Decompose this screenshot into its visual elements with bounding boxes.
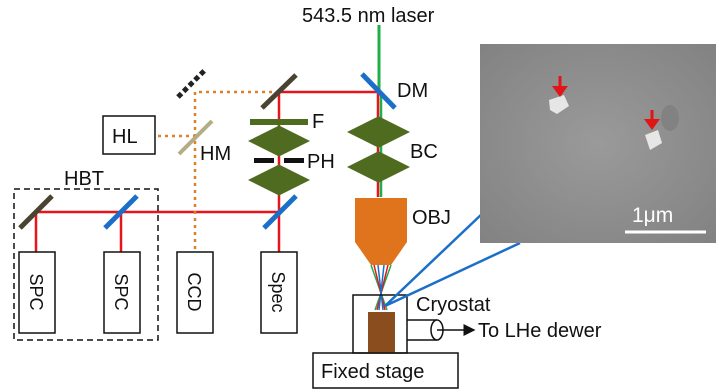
filter — [250, 119, 308, 125]
pinhole-right — [284, 158, 304, 163]
beamsplitter-hbt — [103, 194, 139, 230]
spc-1-box — [18, 251, 56, 334]
dm-label: DM — [397, 80, 428, 102]
flip-mirror — [176, 67, 208, 99]
sem-image — [480, 44, 716, 243]
particle-2-shadow — [661, 105, 679, 131]
spc-2-box — [103, 251, 141, 334]
hbt-box — [13, 188, 159, 341]
marker-arrow-2-head — [644, 119, 660, 130]
focus-ray-blue-2 — [378, 264, 385, 311]
lhe-label: To LHe dewer — [478, 320, 602, 342]
ccd-label: CCD — [184, 273, 204, 312]
beamsplitter-center — [262, 194, 298, 230]
hl-label: HL — [112, 126, 138, 148]
hbt-label: HBT — [64, 168, 104, 190]
objective-cone — [355, 242, 407, 265]
particle-1 — [549, 95, 569, 114]
scale-bar-label: 1μm — [632, 204, 673, 227]
laser-label: 543.5 nm laser — [302, 5, 435, 27]
cryostat-label: Cryostat — [416, 294, 491, 316]
fixed-stage-box — [312, 352, 459, 389]
particle-2 — [645, 130, 662, 150]
spc-1-label: SPC — [26, 273, 46, 310]
fixed-stage-label: Fixed stage — [321, 361, 424, 383]
lhe-tube — [407, 319, 437, 341]
imaging-path — [193, 90, 279, 252]
ph-label: PH — [307, 151, 335, 173]
objective-body — [355, 198, 407, 242]
focus-ray-red-1 — [373, 264, 386, 311]
sample-holder — [368, 312, 395, 353]
dichroic-mirror — [360, 72, 397, 110]
hm-label: HM — [200, 143, 231, 165]
mirror-top — [260, 73, 298, 110]
bc-label: BC — [410, 141, 438, 163]
focus-ray-red-2 — [376, 264, 389, 311]
callout-line-2 — [384, 241, 521, 308]
f-label: F — [312, 111, 324, 133]
ccd-box — [176, 251, 214, 334]
mirror-hbt — [18, 194, 54, 230]
callout-line-1 — [384, 211, 485, 307]
hl-box — [102, 115, 156, 155]
spc-2-label: SPC — [111, 273, 131, 310]
spec-label: Spec — [268, 271, 288, 312]
marker-arrow-1-head — [552, 86, 568, 97]
pinhole-left — [254, 158, 274, 163]
half-mirror — [177, 119, 214, 156]
focus-ray-blue-1 — [377, 264, 384, 311]
obj-label: OBJ — [412, 207, 451, 229]
spec-box — [260, 251, 298, 334]
